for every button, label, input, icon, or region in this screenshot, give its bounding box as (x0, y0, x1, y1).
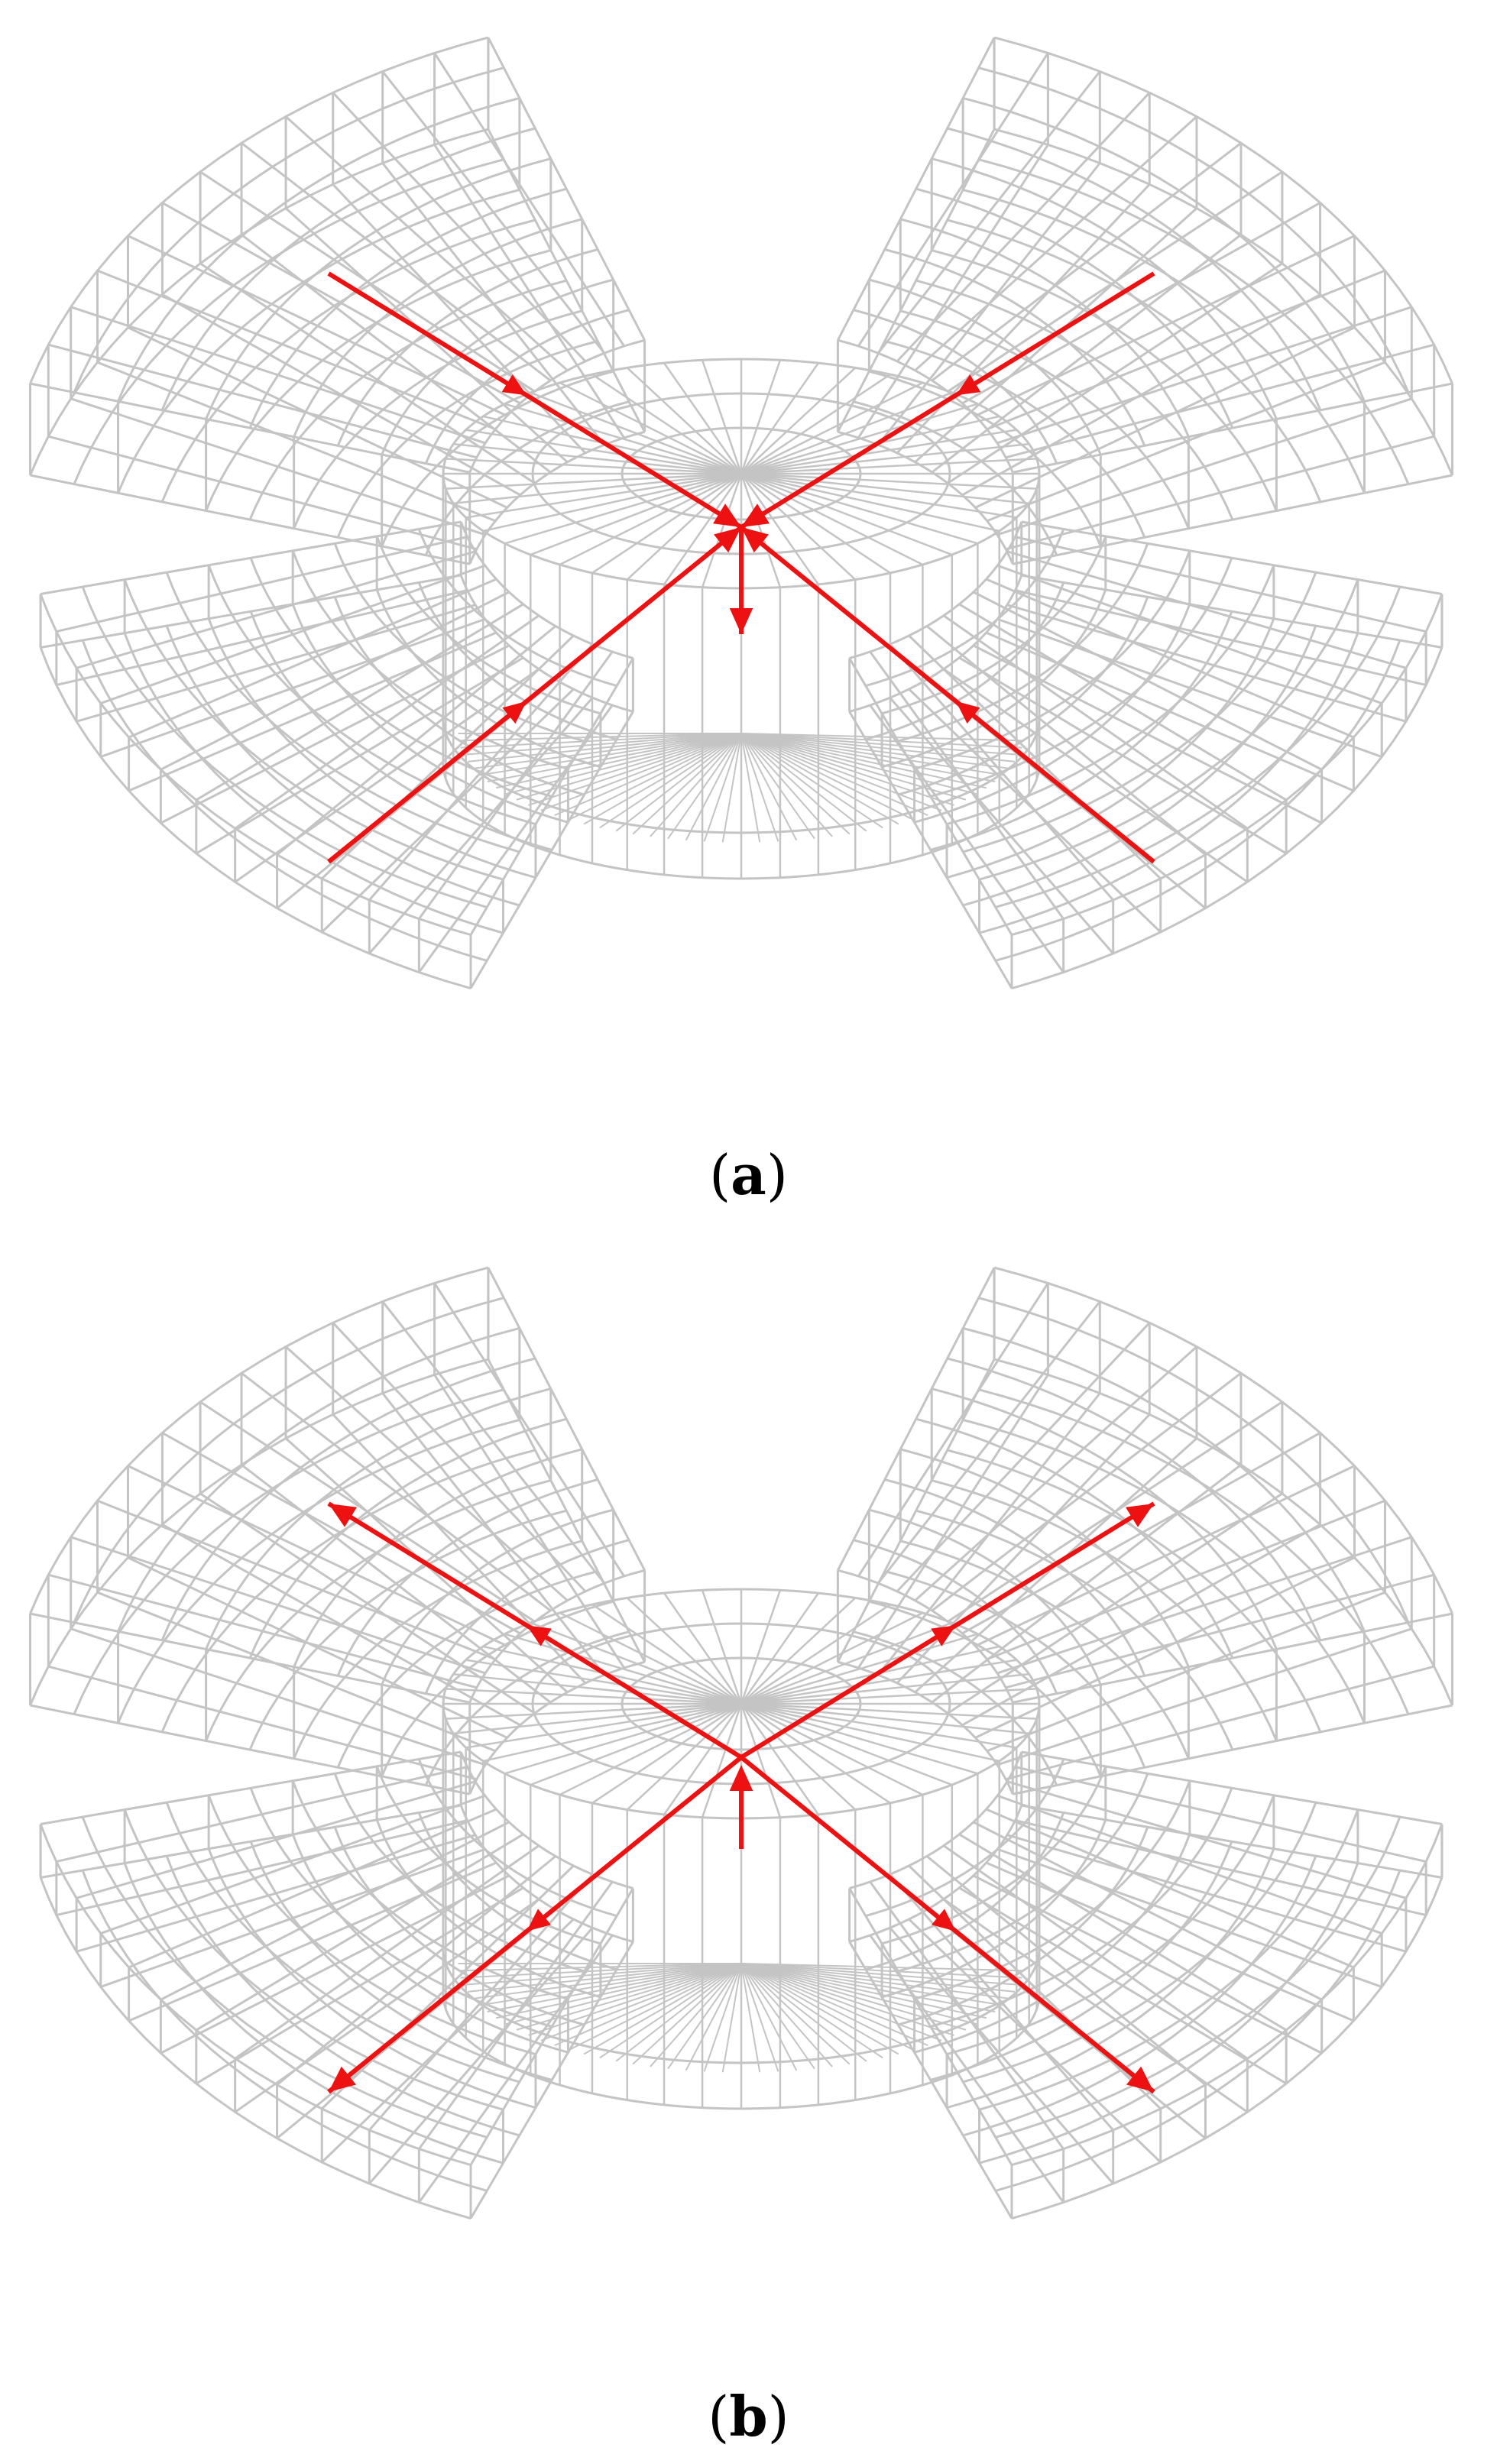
arrowhead-end-lower-left (329, 2066, 356, 2092)
flow-line-lower-right (740, 525, 1155, 864)
flow-line-upper-left (327, 271, 743, 529)
flow-line-upper-right (740, 271, 1155, 529)
arrowhead-center-lower-right (741, 527, 769, 553)
flow-arrows (327, 271, 1155, 864)
figure-panel-b (0, 1230, 1497, 2376)
blade-upper-right (836, 36, 1454, 565)
arrowhead-mid-lower-left (527, 1909, 551, 1931)
blade-upper-left (28, 1266, 646, 1795)
arrowhead-mid-lower-left (502, 701, 527, 724)
flow-line-lower-left (327, 525, 743, 864)
blade-upper-left (28, 36, 646, 565)
arrowhead-end-upper-left (329, 1504, 357, 1527)
arrowhead-mid-lower-right (932, 1909, 956, 1931)
blade-upper-right (836, 1266, 1454, 1795)
arrowhead-end-upper-right (1126, 1504, 1154, 1527)
arrowhead-mid-upper-right (955, 374, 981, 396)
center-arrowhead (729, 1765, 753, 1791)
figure-panel-a (0, 0, 1497, 1146)
caption-b: (b) (708, 2384, 789, 2449)
arrowhead-mid-upper-right (931, 1625, 956, 1646)
center-arrowhead (729, 608, 753, 634)
hub-wireframe (442, 1588, 1041, 2110)
flow-arrows (327, 1501, 1155, 2094)
arrowhead-mid-upper-left (527, 1625, 552, 1646)
caption-a: (a) (709, 1142, 788, 1207)
hub-wireframe (442, 358, 1041, 880)
blade-lower-right (848, 520, 1444, 990)
arrowhead-mid-upper-left (501, 374, 527, 396)
arrowhead-center-lower-left (714, 527, 741, 553)
blade-lower-left (39, 520, 634, 990)
arrowhead-mid-lower-right (955, 701, 980, 724)
blade-lower-left (39, 1750, 634, 2220)
wireframe-diagram-a (28, 36, 1454, 990)
blade-lower-right (848, 1750, 1444, 2220)
wireframe-diagram-b (28, 1266, 1454, 2220)
arrowhead-center-upper-left (713, 503, 741, 527)
arrowhead-end-lower-right (1126, 2066, 1154, 2092)
arrowhead-center-upper-right (741, 503, 770, 527)
